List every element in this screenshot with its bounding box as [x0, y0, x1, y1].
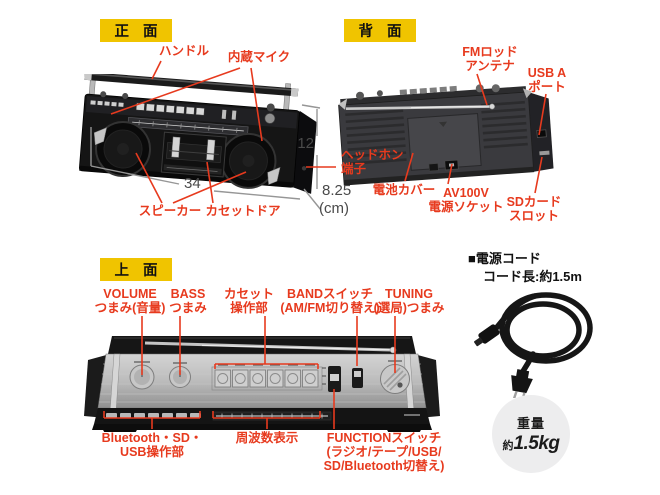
handle-label: ハンドル [158, 44, 210, 58]
weight-label: 重量 [516, 416, 545, 431]
function-switch-label: FUNCTIONスイッチ (ラジオ/テープ/USB/ SD/Bluetooth切… [323, 431, 445, 473]
headphone-jack-label: ヘッドホン 端子 [341, 148, 404, 176]
top-view-illustration [84, 336, 440, 432]
top-view-badge: 上 面 [100, 258, 172, 281]
tuning-knob-label: TUNING (選局)つまみ [373, 287, 445, 315]
band-switch-label: BANDスイッチ (AM/FM切り替え) [280, 287, 380, 315]
front-view-badge: 正 面 [100, 19, 172, 42]
built-in-mic-label: 内蔵マイク [227, 50, 291, 64]
power-cord-title: ■電源コード [468, 251, 541, 266]
weight-badge: 重量 約1.5kg [492, 395, 570, 473]
bass-knob-label: BASS つまみ [169, 287, 207, 315]
ac-power-socket-label: AV100V 電源ソケット [428, 186, 504, 214]
usb-a-port-label: USB A ポート [527, 66, 567, 94]
dimension-unit: (cm) [319, 200, 349, 217]
sd-card-slot-label: SDカード スロット [506, 195, 562, 223]
width-dimension: 34 [184, 175, 201, 192]
weight-value: 約1.5kg [502, 433, 560, 454]
battery-cover-label: 電池カバー [372, 183, 436, 197]
height-dimension: 12 [297, 135, 314, 152]
volume-knob-label: VOLUME つまみ(音量) [94, 287, 166, 315]
cassette-door-label: カセットドア [205, 204, 281, 218]
depth-dimension: 8.25 [322, 182, 352, 199]
cassette-controls-label: カセット 操作部 [223, 287, 275, 315]
bt-sd-usb-controls-label: Bluetooth・SD・ USB操作部 [101, 431, 203, 459]
speaker-label: スピーカー [138, 204, 202, 218]
back-view-illustration [338, 84, 554, 186]
power-cord-length: コード長:約1.5m [483, 269, 582, 284]
fm-antenna-label: FMロッド アンテナ [462, 45, 518, 73]
frequency-display-label: 周波数表示 [235, 431, 299, 445]
back-view-badge: 背 面 [344, 19, 416, 42]
power-cord-illustration [474, 292, 593, 398]
